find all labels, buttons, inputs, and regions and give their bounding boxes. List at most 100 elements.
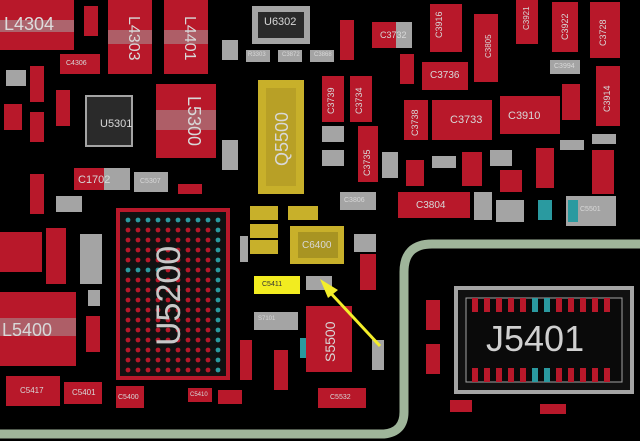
cap-c3806: [340, 192, 376, 210]
label-c3921: C3921: [522, 6, 531, 30]
label-r3303: R3303: [248, 52, 266, 58]
bga-ball: [125, 277, 131, 283]
bga-ball: [185, 357, 191, 363]
label-c3733: C3733: [450, 114, 483, 126]
bga-ball: [125, 337, 131, 343]
bga-ball: [215, 317, 221, 323]
bga-ball: [215, 217, 221, 223]
label-c5401: C5401: [72, 388, 96, 397]
bga-ball: [165, 247, 171, 253]
bga-ball: [185, 327, 191, 333]
connector-pin: [532, 368, 538, 382]
connector-pin: [520, 368, 526, 382]
switch-s5500: [306, 306, 352, 372]
bga-ball: [165, 367, 171, 373]
label-c3910: C3910: [508, 110, 541, 122]
bga-ball: [155, 277, 161, 283]
connector-pin: [568, 368, 574, 382]
bga-ball: [145, 227, 151, 233]
label-c3916: C3916: [434, 11, 444, 38]
bga-ball: [145, 357, 151, 363]
label-l4401: L4401: [181, 16, 198, 61]
bga-ball: [215, 237, 221, 243]
bga-ball: [125, 237, 131, 243]
label-l5300: L5300: [184, 96, 204, 147]
label-c5411: C5411: [262, 281, 283, 288]
bga-ball: [155, 267, 161, 273]
bga-ball: [205, 317, 211, 323]
bga-ball: [215, 287, 221, 293]
label-c3806: C3806: [344, 197, 365, 204]
bga-ball: [205, 257, 211, 263]
bga-ball: [215, 277, 221, 283]
connector-pin: [592, 298, 598, 312]
connector-pin: [496, 298, 502, 312]
bga-ball: [205, 287, 211, 293]
bga-ball: [195, 257, 201, 263]
connector-pin: [604, 368, 610, 382]
bga-ball: [185, 307, 191, 313]
bga-ball: [135, 297, 141, 303]
label-u5200: U5200: [150, 245, 188, 346]
label-c3914: C3914: [602, 85, 612, 112]
bga-ball: [195, 287, 201, 293]
cap-c3739: [322, 76, 344, 122]
connector-pin: [484, 298, 490, 312]
bga-ball: [135, 367, 141, 373]
bga-ball: [125, 367, 131, 373]
bga-ball: [195, 247, 201, 253]
bga-ball: [135, 327, 141, 333]
cap-c5307: [134, 172, 168, 192]
bga-ball: [155, 347, 161, 353]
bga-ball: [195, 277, 201, 283]
bga-ball: [155, 327, 161, 333]
bga-ball: [195, 227, 201, 233]
bga-ball: [205, 327, 211, 333]
bga-ball: [185, 317, 191, 323]
bga-ball: [205, 277, 211, 283]
bga-ball: [165, 227, 171, 233]
bga-ball: [165, 257, 171, 263]
bga-ball: [155, 257, 161, 263]
bga-ball: [205, 237, 211, 243]
label-c3735: C3735: [362, 149, 372, 176]
bga-ball: [165, 307, 171, 313]
bga-ball: [145, 347, 151, 353]
bga-ball: [215, 337, 221, 343]
bga-ball: [155, 317, 161, 323]
label-c3805: C3805: [484, 34, 493, 58]
label-c5501: C5501: [580, 206, 601, 213]
label-c3734: C3734: [354, 87, 364, 114]
bga-ball: [125, 317, 131, 323]
bga-ball: [205, 347, 211, 353]
bga-ball: [145, 257, 151, 263]
pointer-arrowhead: [320, 279, 338, 298]
label-c3738: C3738: [410, 109, 420, 136]
bga-ball: [185, 247, 191, 253]
bga-ball: [145, 297, 151, 303]
label-u6302: U6302: [264, 16, 297, 28]
label-c3739: C3739: [326, 87, 336, 114]
label-s5500: S5500: [322, 321, 338, 362]
label-q5500: Q5500: [272, 111, 292, 166]
bga-ball: [165, 317, 171, 323]
cap-c3914: [596, 66, 620, 126]
bga-ball: [145, 247, 151, 253]
bga-ball: [155, 237, 161, 243]
bga-ball: [175, 297, 181, 303]
bga-ball: [185, 277, 191, 283]
bga-ball: [215, 367, 221, 373]
label-j5401: J5401: [486, 318, 585, 359]
bga-ball: [185, 217, 191, 223]
bga-ball: [135, 357, 141, 363]
bga-ball: [175, 247, 181, 253]
label-u5301: U5301: [100, 118, 133, 130]
bga-ball: [185, 337, 191, 343]
bga-ball: [135, 217, 141, 223]
bga-ball: [155, 297, 161, 303]
bga-ball: [135, 267, 141, 273]
connector-pin: [580, 298, 586, 312]
bga-ball: [155, 307, 161, 313]
